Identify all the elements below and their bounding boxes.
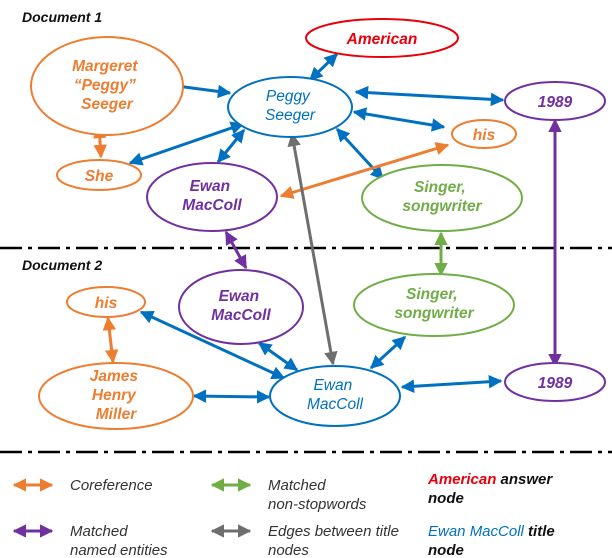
legend-answer-node: American answer node (427, 471, 556, 507)
svg-text:American: American (346, 31, 418, 48)
edge-peggy-his (352, 107, 446, 132)
legend-title-edges: Edges between title nodes (210, 523, 403, 558)
legend-named-entities-label: named entities (70, 542, 168, 558)
node-1989-doc1[interactable]: 1989 (504, 81, 606, 121)
node-label-line: 1989 (538, 375, 573, 392)
legend-coreference: Coreference (12, 477, 153, 494)
node-margaret-peggy-seeger[interactable]: Margeret “Peggy” Seeger (30, 36, 184, 136)
svg-text:his: his (473, 127, 496, 144)
legend-answer-text: answer (501, 471, 554, 488)
node-ewan-maccoll-doc2[interactable]: Ewan MacColl (178, 269, 304, 345)
node-1989-doc2[interactable]: 1989 (504, 362, 606, 402)
node-label-line: Ewan (313, 377, 352, 394)
node-label-line: Singer, (414, 179, 466, 196)
node-label-line: MacColl (211, 307, 271, 324)
legend-title-text: node (428, 542, 464, 558)
node-ewan-maccoll-doc1[interactable]: Ewan MacColl (146, 162, 278, 232)
edge-title2-ewan2 (257, 341, 299, 372)
legend-answer-text: node (428, 490, 464, 507)
legend-answer-key: American (427, 471, 496, 488)
svg-text:his: his (95, 295, 118, 312)
legend-coreference-label: Coreference (70, 477, 153, 494)
node-his-doc1[interactable]: his (451, 119, 517, 149)
node-label-line: his (473, 127, 496, 144)
svg-text:Ewan MacColl: Ewan MacColl (307, 377, 364, 413)
node-label-line: Singer, (406, 286, 458, 303)
edge-title2-1989 (400, 374, 503, 394)
legend-non-stopwords-label: non-stopwords (268, 496, 367, 513)
node-james-henry-miller[interactable]: James Henry Miller (38, 362, 194, 430)
svg-text:She: She (85, 168, 114, 185)
node-label-line: She (85, 168, 114, 185)
legend-non-stopwords-label: Matched (268, 477, 326, 494)
node-american-answer[interactable]: American (305, 18, 459, 58)
node-label-line: Seeger (265, 107, 316, 124)
node-label-line: Ewan (219, 288, 259, 305)
legend-named-entities: Matched named entities (12, 523, 168, 558)
edge-peggy-1989 (354, 85, 505, 107)
document-1-label: Document 1 (22, 9, 102, 25)
node-label-line: 1989 (538, 94, 573, 111)
node-label-line: his (95, 295, 118, 312)
node-his-doc2[interactable]: his (66, 286, 146, 318)
node-label-line: Peggy (266, 88, 311, 105)
svg-text:James Henry Mi: James Henry Miller (90, 368, 143, 423)
edge-title2-james (192, 389, 271, 404)
edge-title-peggy-ewan (287, 132, 338, 366)
svg-text:Matched named entities: Matched named entities (70, 523, 168, 558)
node-label-line: Miller (96, 406, 137, 423)
legend-non-stopwords: Matched non-stopwords (210, 477, 367, 513)
svg-text:Edges between title no: Edges between title nodes (268, 523, 403, 558)
node-label-line: Margeret (72, 58, 138, 75)
node-label-line: Seeger (81, 96, 134, 113)
node-label-line: songwriter (394, 305, 474, 322)
legend-title-node: Ewan MacColl title node (428, 523, 559, 558)
legend-title-text: title (528, 523, 555, 540)
edge-his2-james (102, 316, 119, 364)
node-label-line: songwriter (402, 198, 482, 215)
node-label-line: Ewan (190, 178, 230, 195)
svg-text:Margeret “Peggy”: Margeret “Peggy” Seeger (72, 58, 142, 113)
svg-text:Coreference: Coreference (70, 477, 153, 494)
svg-text:Peggy Seeger: Peggy Seeger (265, 88, 316, 124)
node-label-line: MacColl (182, 197, 242, 214)
node-label-line: “Peggy” (74, 77, 136, 94)
edge-ewan1-ewan2 (224, 230, 248, 270)
node-label-line: James (90, 368, 139, 385)
svg-text:1989: 1989 (538, 94, 573, 111)
svg-text:Ewan MacColl: Ewan MacColl (211, 288, 271, 324)
document-2-label: Document 2 (22, 257, 102, 273)
legend-named-entities-label: Matched (70, 523, 128, 540)
edge-title2-singer2 (369, 335, 407, 370)
node-peggy-seeger-title[interactable]: Peggy Seeger (227, 76, 353, 138)
legend-title-edges-label: Edges between title (268, 523, 399, 540)
legend-title-key: Ewan MacColl (428, 523, 525, 540)
svg-text:Ewan MacColl: Ewan MacColl (182, 178, 242, 214)
svg-text:Matched non-stopwords: Matched non-stopwords (268, 477, 367, 513)
node-ewan-maccoll-title[interactable]: Ewan MacColl (269, 365, 401, 427)
edges (93, 52, 562, 404)
node-she[interactable]: She (56, 159, 142, 191)
svg-text:American answer: American answer node (427, 471, 556, 507)
node-singer-songwriter-doc2[interactable]: Singer, songwriter (353, 273, 515, 337)
legend-title-edges-label: nodes (268, 542, 309, 558)
nodes: American Margeret “Peggy” Seeger Peggy S… (30, 18, 606, 430)
node-label-line: MacColl (307, 396, 364, 413)
node-label-line: Henry (92, 387, 137, 404)
legend: Coreference Matched non-stopwords Americ… (12, 471, 559, 558)
edge-peggy-american (308, 52, 339, 82)
node-label-line: American (346, 31, 418, 48)
edge-peggy-ewan1 (216, 128, 246, 164)
svg-text:Singer, songwriter: Singer, songwriter (402, 179, 482, 215)
svg-text:Ewan MacColl title: Ewan MacColl title node (428, 523, 559, 558)
edge-peggy-she (128, 121, 245, 166)
svg-text:Singer, songwriter: Singer, songwriter (394, 286, 474, 322)
svg-text:1989: 1989 (538, 375, 573, 392)
node-singer-songwriter-doc1[interactable]: Singer, songwriter (361, 164, 523, 232)
